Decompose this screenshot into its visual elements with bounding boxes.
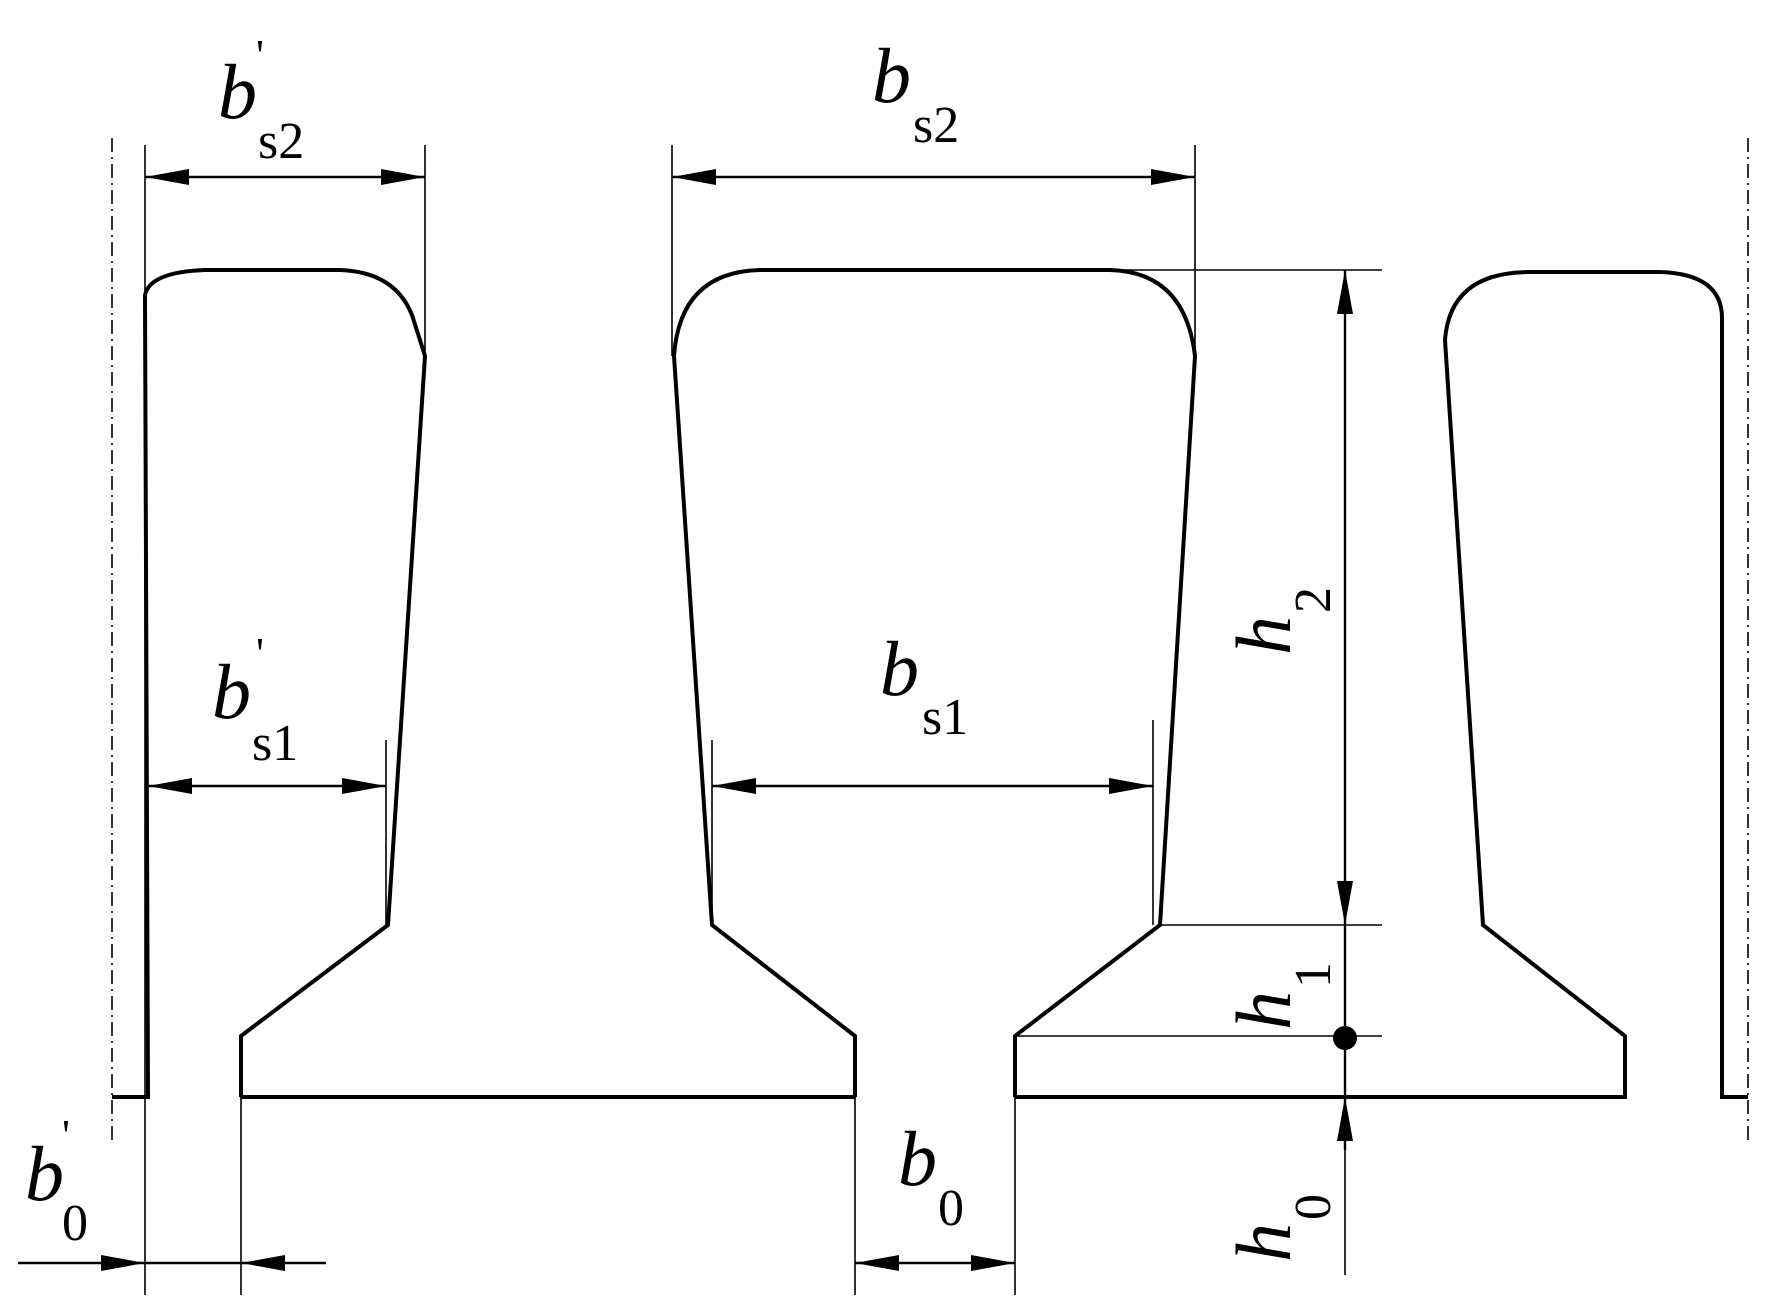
right-slot-outline bbox=[1015, 270, 1748, 1099]
svg-text:2: 2 bbox=[1285, 587, 1342, 613]
label-h1: h 1 bbox=[1220, 962, 1342, 1030]
svg-text:0: 0 bbox=[938, 1180, 964, 1237]
label-b0: b 0 bbox=[898, 1115, 964, 1237]
svg-text:s1: s1 bbox=[922, 689, 968, 746]
center-slot-outline bbox=[671, 268, 1198, 1097]
label-bs1-prime: b ' s1 bbox=[212, 629, 298, 772]
svg-text:': ' bbox=[256, 629, 264, 678]
label-bs2-prime: b ' s2 bbox=[218, 31, 304, 170]
left-half-slot-outline bbox=[112, 268, 428, 1099]
label-h2: h 2 bbox=[1220, 587, 1342, 655]
svg-text:1: 1 bbox=[1285, 962, 1342, 988]
svg-text:': ' bbox=[256, 31, 264, 80]
svg-text:b: b bbox=[25, 1130, 64, 1217]
svg-text:s2: s2 bbox=[913, 97, 959, 154]
svg-text:h: h bbox=[1220, 1223, 1307, 1262]
svg-text:0: 0 bbox=[62, 1195, 88, 1252]
svg-text:s2: s2 bbox=[258, 113, 304, 170]
svg-text:h: h bbox=[1220, 616, 1307, 655]
svg-text:b: b bbox=[872, 32, 911, 119]
svg-text:b: b bbox=[212, 648, 251, 735]
svg-text:b: b bbox=[880, 625, 919, 712]
svg-text:b: b bbox=[218, 48, 257, 135]
svg-text:0: 0 bbox=[1285, 1194, 1342, 1220]
label-b0-prime: b ' 0 bbox=[25, 1111, 88, 1252]
label-bs1: b s1 bbox=[880, 625, 968, 746]
svg-text:': ' bbox=[62, 1111, 70, 1160]
label-bs2: b s2 bbox=[872, 32, 959, 154]
svg-text:s1: s1 bbox=[252, 715, 298, 772]
label-h0: h 0 bbox=[1220, 1194, 1342, 1262]
svg-text:h: h bbox=[1220, 991, 1307, 1030]
svg-text:b: b bbox=[898, 1115, 937, 1202]
